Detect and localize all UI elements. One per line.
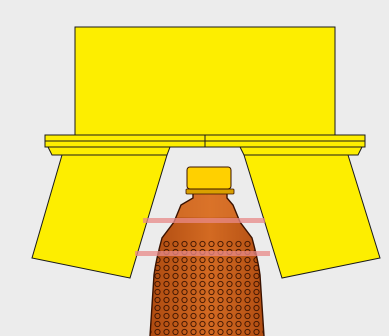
gripper-right-jaw	[239, 146, 381, 279]
gripper-top-block	[74, 26, 336, 136]
gripper-left-jaw	[31, 146, 171, 279]
gripper-crossbar	[44, 134, 366, 148]
bottle-cap	[186, 166, 232, 190]
sensor-beam	[135, 251, 270, 256]
sensor-beam	[143, 218, 265, 223]
